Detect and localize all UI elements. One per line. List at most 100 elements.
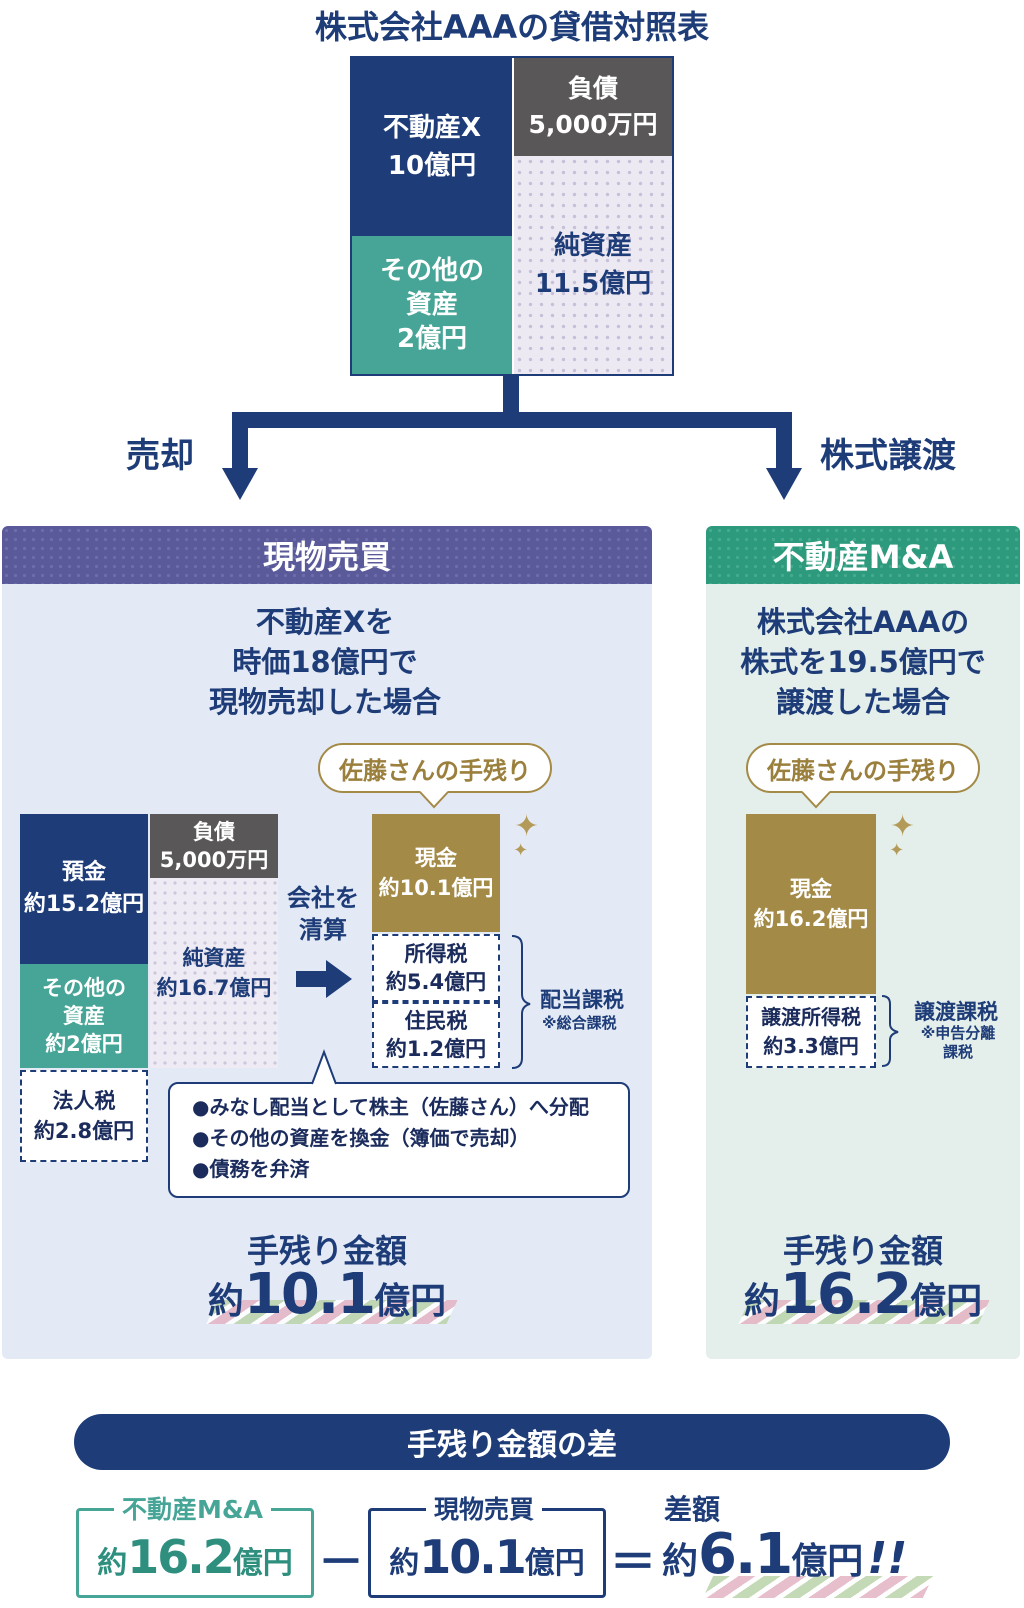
- diff-box-physical-amount: 約10.1億円: [368, 1530, 606, 1584]
- left-result-value: 10.1: [243, 1262, 376, 1327]
- left-other-assets-label2: 資産: [63, 1004, 105, 1028]
- right-panel-header: 不動産M&A: [706, 526, 1020, 584]
- diff-b-unit: 億円: [524, 1546, 585, 1581]
- left-result-prefix: 約: [207, 1281, 244, 1322]
- left-resident-tax-value: 約1.2億円: [385, 1037, 487, 1061]
- left-income-tax-block: 所得税 約5.4億円: [372, 934, 500, 1002]
- right-cash-block: 現金 約16.2億円: [746, 814, 876, 994]
- right-transfer-tax-label: 譲渡所得税: [761, 1005, 861, 1029]
- left-resident-tax-label: 住民税: [404, 1009, 468, 1033]
- right-takehome-bubble: 佐藤さんの手残り: [746, 743, 980, 793]
- left-bubble-tail: [419, 791, 449, 809]
- top-liabilities-block: 負債 5,000万円: [514, 58, 672, 156]
- left-notes-box: ●みなし配当として株主（佐藤さん）へ分配 ●その他の資産を換金（簿価で売却） ●…: [168, 1082, 630, 1198]
- right-result-prefix: 約: [743, 1281, 780, 1322]
- top-other-assets-block: その他の 資産 2億円: [352, 236, 512, 374]
- right-result-value: 16.2: [779, 1262, 912, 1327]
- diff-c-value: 6.1: [698, 1522, 793, 1587]
- diff-box-physical-label: 現物売買: [426, 1490, 543, 1526]
- left-result-amount: 約10.1億円: [0, 1262, 654, 1327]
- liquidate-label-line2: 清算: [299, 916, 347, 944]
- left-corp-tax-label: 法人税: [52, 1089, 116, 1113]
- left-result-label: 手残り金額: [246, 1232, 407, 1270]
- top-balance-sheet: 不動産X 10億円 その他の 資産 2億円 負債 5,000万円 純資産 11.…: [350, 56, 674, 376]
- diff-a-value: 16.2: [127, 1530, 234, 1584]
- transfer-tax-label: 譲渡課税: [914, 1000, 998, 1024]
- equals-sign: ＝: [610, 1535, 656, 1589]
- liquidate-label: 会社を 清算: [282, 882, 364, 946]
- right-result-unit: 億円: [910, 1281, 983, 1322]
- diff-box-ma-label: 不動産M&A: [114, 1490, 272, 1526]
- left-corp-tax-value: 約2.8億円: [33, 1119, 135, 1143]
- left-description-line2: 時価18億円で: [232, 645, 418, 679]
- left-net-assets-label: 純資産: [182, 946, 246, 970]
- page-title: 株式会社AAAの貸借対照表: [314, 8, 710, 46]
- diff-c-prefix: 約: [662, 1541, 699, 1582]
- transfer-tax-note: ※申告分離 課税: [914, 1024, 1002, 1062]
- top-liabilities-value: 5,000万円: [528, 110, 658, 139]
- left-note-2: ●その他の資産を換金（簿価で売却）: [192, 1126, 530, 1150]
- left-liabilities-label: 負債: [193, 820, 235, 844]
- left-income-tax-label: 所得税: [404, 942, 468, 966]
- left-description-line3: 現物売却した場合: [208, 685, 441, 719]
- diff-result-label: 差額: [664, 1493, 721, 1526]
- left-description: 不動産Xを 時価18億円で 現物売却した場合: [130, 602, 520, 722]
- left-cash-block: 現金 約10.1億円: [372, 814, 500, 932]
- diff-result-amount: 約6.1億円!!: [662, 1522, 907, 1587]
- top-net-assets-label: 純資産: [553, 231, 632, 261]
- diff-title-bar: 手残り金額の差: [74, 1414, 950, 1470]
- left-other-assets-block: その他の 資産 約2億円: [20, 964, 148, 1068]
- left-other-assets-value: 約2億円: [45, 1032, 123, 1056]
- left-net-assets-block: 純資産 約16.7億円: [150, 878, 278, 1068]
- top-net-assets-block: 純資産 11.5億円: [514, 156, 672, 374]
- dividend-tax-label: 配当課税: [540, 988, 624, 1012]
- right-takehome-bubble-text: 佐藤さんの手残り: [767, 756, 959, 785]
- top-liabilities-label: 負債: [567, 74, 618, 103]
- top-other-assets-value: 2億円: [396, 324, 468, 354]
- left-income-tax-value: 約5.4億円: [385, 970, 487, 994]
- dividend-tax-bracket: [511, 935, 531, 1069]
- diff-c-suffix: !!: [867, 1533, 908, 1584]
- share-transfer-label: 株式譲渡: [820, 436, 956, 476]
- diff-c-unit: 億円: [791, 1541, 864, 1582]
- diff-b-value: 10.1: [419, 1530, 526, 1584]
- transfer-tax-note-line1: ※申告分離: [920, 1024, 996, 1042]
- left-takehome-bubble: 佐藤さんの手残り: [318, 743, 552, 793]
- left-panel-header: 現物売買: [2, 526, 652, 584]
- left-liabilities-block: 負債 5,000万円: [150, 814, 278, 878]
- left-panel: 現物売買: [2, 526, 652, 1359]
- left-cash-label: 現金: [415, 846, 457, 870]
- left-panel-title: 現物売買: [262, 538, 391, 576]
- left-other-assets-label1: その他の: [42, 976, 126, 1000]
- left-liabilities-value: 5,000万円: [159, 848, 269, 872]
- notes-box-tail: [311, 1049, 337, 1085]
- left-deposit-value: 約15.2億円: [23, 892, 145, 917]
- diff-b-prefix: 約: [389, 1546, 420, 1581]
- right-description: 株式会社AAAの 株式を19.5億円で 譲渡した場合: [706, 602, 1020, 722]
- diff-a-prefix: 約: [97, 1546, 128, 1581]
- left-description-line1: 不動産Xを: [255, 605, 395, 639]
- dividend-tax-note: ※総合課税: [542, 1014, 617, 1032]
- left-sparkle-icon: ✦✦: [513, 809, 540, 861]
- top-real-estate-value: 10億円: [387, 151, 477, 181]
- top-other-assets-label1: その他の: [379, 256, 484, 286]
- right-bubble-tail: [801, 791, 831, 809]
- right-cash-label: 現金: [790, 877, 832, 901]
- diff-title: 手残り金額の差: [407, 1428, 617, 1463]
- transfer-tax-bracket: [881, 995, 899, 1067]
- right-description-line3: 譲渡した場合: [775, 685, 950, 719]
- right-result-amount: 約16.2億円: [706, 1262, 1020, 1327]
- right-sparkle-icon: ✦✦: [889, 809, 916, 861]
- right-description-line1: 株式会社AAAの: [756, 605, 970, 639]
- top-other-assets-label2: 資産: [405, 290, 458, 320]
- diff-a-unit: 億円: [232, 1546, 293, 1581]
- branch-arrows: [222, 376, 802, 500]
- right-transfer-tax-value: 約3.3億円: [763, 1034, 859, 1058]
- right-transfer-tax-block: 譲渡所得税 約3.3億円: [746, 996, 876, 1068]
- left-deposit-block: 預金 約15.2億円: [20, 814, 148, 964]
- right-cash-value: 約16.2億円: [753, 907, 869, 931]
- liquidate-label-line1: 会社を: [287, 884, 359, 912]
- left-resident-tax-block: 住民税 約1.2億円: [372, 1002, 500, 1068]
- left-note-3: ●債務を弁済: [192, 1157, 310, 1181]
- left-net-assets-value: 約16.7億円: [156, 976, 272, 1000]
